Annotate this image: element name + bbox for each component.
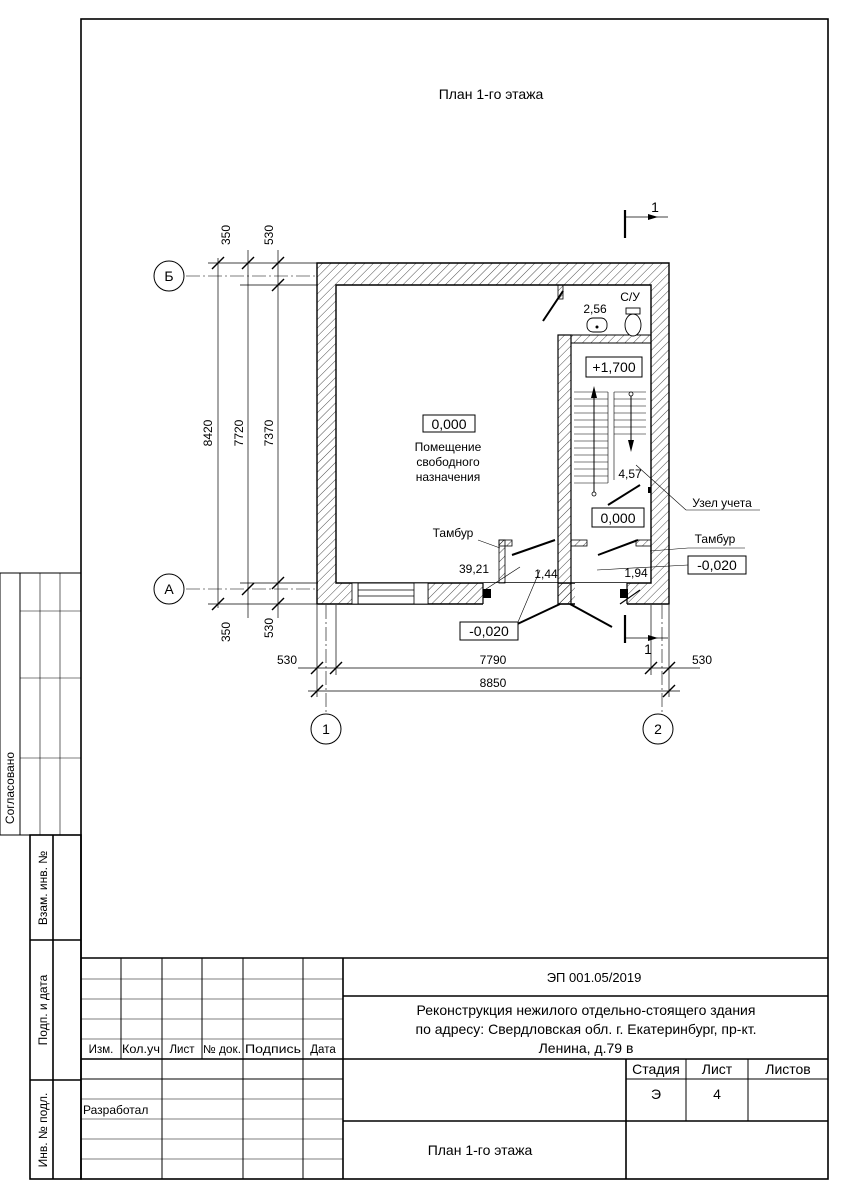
stair-area: 4,57 — [618, 467, 642, 481]
toilet — [624, 313, 642, 337]
dim-530-bottom: 530 — [262, 618, 276, 638]
dim-350-bottom: 350 — [219, 622, 233, 642]
partition-vestibule-left-v — [498, 539, 506, 584]
sheet-header: Лист — [702, 1061, 733, 1077]
dim-7370: 7370 — [262, 419, 276, 446]
door-leaf-stair — [607, 484, 641, 506]
level-stair: +1,700 — [592, 359, 635, 375]
dim-8420: 8420 — [201, 419, 215, 446]
area-vestibule-right: 1,94 — [624, 566, 648, 580]
axis-marker-1 — [310, 713, 342, 745]
sheets-header: Листов — [765, 1061, 811, 1077]
door-leaf-entry-left-1 — [510, 603, 561, 628]
room-name-line-2: свободного — [416, 455, 480, 469]
dim-7790: 7790 — [480, 653, 507, 667]
room-name-line-3: назначения — [416, 470, 480, 484]
sheet-value: 4 — [713, 1086, 721, 1102]
vestibule-left-label: Тамбур — [433, 526, 474, 540]
door-leaf-vest-left — [511, 539, 556, 556]
stamp-sign-date: Подп. и дата — [36, 974, 50, 1045]
level-box-stair — [585, 356, 643, 378]
door-leaf-wc — [542, 290, 564, 322]
col-data: Дата — [310, 1044, 336, 1056]
dim-530-top: 530 — [262, 225, 276, 245]
col-podpis: Подпись — [245, 1044, 301, 1056]
axis-label-2: 2 — [654, 721, 662, 737]
dimension-lines-horizontal — [298, 605, 700, 698]
axis-label-1: 1 — [322, 721, 330, 737]
project-line-3: Ленина, д.79 в — [539, 1040, 634, 1056]
partition-vestibule-mid — [570, 539, 588, 547]
sheet-name: План 1-го этажа — [428, 1142, 533, 1158]
axis-marker-a — [153, 573, 185, 605]
col-list: Лист — [170, 1044, 196, 1056]
project-line-2: по адресу: Свердловская обл. г. Екатерин… — [416, 1021, 757, 1037]
room-name-line-1: Помещение — [415, 440, 482, 454]
dim-530-right: 530 — [692, 653, 712, 667]
col-kol: Кол.уч — [122, 1044, 160, 1056]
partition-wall-wc — [570, 334, 652, 344]
level-entrance-right: -0,020 — [697, 557, 737, 573]
level-stair-floor: 0,000 — [600, 510, 635, 526]
stamp-replace-inv: Взам. инв. № — [36, 851, 50, 925]
col-ndok: № док. — [203, 1044, 241, 1056]
level-entrance-left: -0,020 — [469, 623, 509, 639]
stamp-agreed: Согласовано — [3, 752, 17, 824]
washbasin — [586, 317, 608, 333]
dimension-lines-vertical — [208, 250, 318, 618]
level-box-entrance-left — [459, 621, 519, 641]
side-stamp — [0, 572, 82, 1180]
wc-area: 2,56 — [583, 302, 607, 316]
entrance-door-left — [483, 583, 558, 605]
col-izm: Изм. — [89, 1044, 114, 1056]
level-main: 0,000 — [431, 416, 466, 432]
door-leaf-entry-left-2 — [569, 603, 613, 628]
area-main: 39,21 — [459, 562, 489, 576]
doc-code: ЭП 001.05/2019 — [547, 970, 642, 985]
outer-walls — [316, 262, 670, 605]
wc-label: С/У — [620, 290, 640, 304]
stamp-inv-orig: Инв. № подл. — [36, 1093, 50, 1168]
project-line-1: Реконструкция нежилого отдельно-стоящего… — [417, 1002, 756, 1018]
floor-plan: 0,000 +1,700 0,000 -0,020 -0,020 Помещен… — [153, 199, 760, 745]
area-vestibule-left: 1,44 — [534, 567, 558, 581]
title-block — [81, 957, 828, 1179]
axis-marker-2 — [642, 713, 674, 745]
axis-marker-b — [153, 260, 185, 292]
dim-7720: 7720 — [232, 419, 246, 446]
developed-label: Разработал — [83, 1103, 148, 1117]
door-leaf-vest-mid — [597, 539, 639, 556]
partition-wall-main — [557, 334, 572, 605]
section-mark-bottom-label: 1 — [644, 641, 652, 657]
stage-value: Э — [651, 1086, 661, 1102]
vestibule-right-label: Тамбур — [695, 532, 736, 546]
section-mark-top-label: 1 — [651, 199, 659, 215]
dim-350-top: 350 — [219, 225, 233, 245]
dim-530-left: 530 — [277, 653, 297, 667]
partition-vestibule-right — [635, 539, 652, 547]
level-box-stair-floor — [591, 507, 645, 528]
axis-label-a: А — [164, 581, 174, 597]
drawing-title: План 1-го этажа — [439, 86, 544, 102]
stage-header: Стадия — [632, 1061, 680, 1077]
entrance-door-right — [575, 583, 627, 605]
dim-8850: 8850 — [480, 676, 507, 690]
door-leaf-entry-right — [619, 589, 641, 605]
axis-label-b: Б — [164, 268, 173, 284]
metering-label: Узел учета — [692, 496, 752, 510]
staircase — [574, 391, 646, 484]
partition-stair-right — [648, 487, 651, 493]
level-box-main — [422, 414, 476, 433]
